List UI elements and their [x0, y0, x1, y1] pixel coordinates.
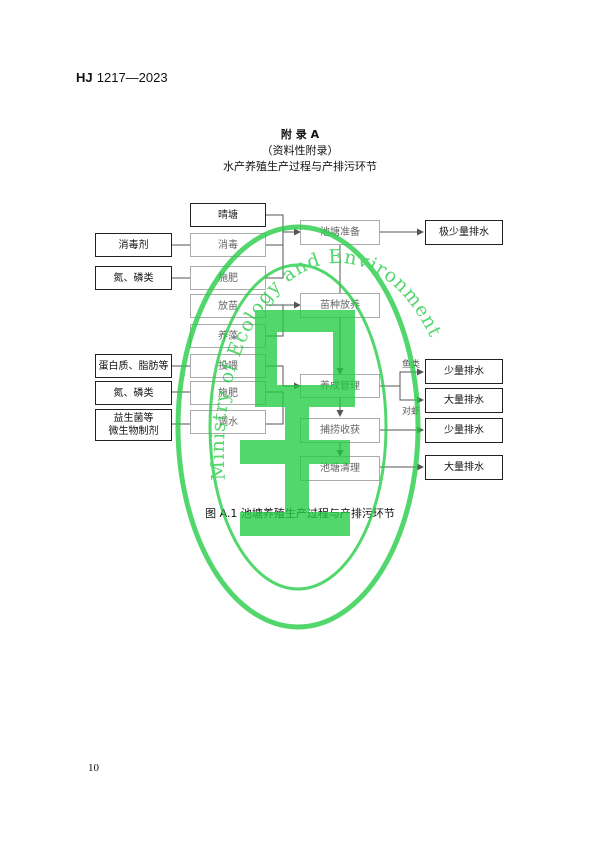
appendix-title: 附 录 A: [280, 128, 320, 141]
action-fertilize-2: 施肥: [190, 381, 266, 405]
output-minimal-discharge: 极少量排水: [425, 220, 503, 245]
action-disinfect: 消毒: [190, 233, 266, 257]
output-small-discharge: 少量排水: [425, 359, 503, 384]
input-disinfectant: 消毒剂: [95, 233, 172, 257]
input-nitrogen-phosphorus-2: 氮、磷类: [95, 381, 172, 405]
output-large-discharge: 大量排水: [425, 388, 503, 413]
input-probiotic: 益生菌等 微生物制剂: [95, 409, 172, 441]
input-protein-fat: 蛋白质、脂肪等: [95, 354, 172, 378]
output-small-discharge-2: 少量排水: [425, 418, 503, 443]
action-feed: 投喂: [190, 354, 266, 378]
appendix-type: （资料性附录）: [261, 144, 339, 157]
input-nitrogen-phosphorus: 氮、磷类: [95, 266, 172, 290]
action-clean-pond: 晴塘: [190, 203, 266, 227]
appendix-subject: 水产养殖生产过程与产排污环节: [223, 160, 377, 173]
action-adjust-water: 调水: [190, 410, 266, 434]
standard-prefix: HJ: [76, 70, 93, 85]
branch-label-shrimp: 对虾: [402, 407, 421, 417]
output-large-discharge-2: 大量排水: [425, 455, 503, 480]
standard-number: 1217—2023: [96, 70, 168, 85]
standard-code-header: HJ 1217—2023: [76, 70, 168, 86]
page-number: 10: [88, 762, 99, 774]
